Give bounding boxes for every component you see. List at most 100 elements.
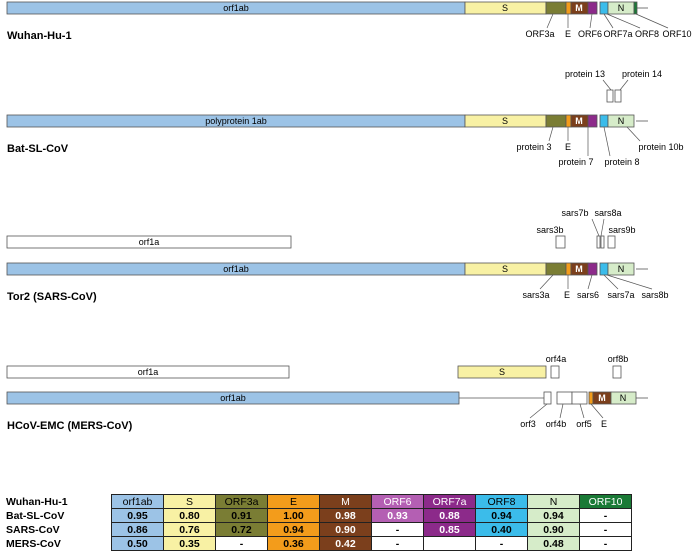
gene-m-label: M <box>598 393 606 403</box>
genome-name-wuhan: Wuhan-Hu-1 <box>7 30 72 42</box>
table-cell: 0.95 <box>111 508 164 523</box>
gene-protein8 <box>599 114 609 128</box>
above-sars7b: sars7b <box>561 208 588 218</box>
gene-n <box>607 262 635 276</box>
m-label: M <box>575 3 583 13</box>
genome-bat: protein 13 protein 14 polyprotein 1ab S … <box>6 69 684 167</box>
table-cell: 0.93 <box>371 508 424 523</box>
gene-e <box>565 1 572 15</box>
gene-orf7a <box>599 1 609 15</box>
box-sars8a <box>600 235 605 249</box>
table-row: MERS-CoV 0.50 0.35 - 0.36 0.42 - - 0.48 … <box>0 536 632 551</box>
leader-orf5: orf5 <box>576 419 592 429</box>
leader-e: E <box>564 290 570 300</box>
gene-orf1ab-label: orf1ab <box>220 393 246 403</box>
table-cell: 0.42 <box>319 536 372 551</box>
table-cell: - <box>215 536 268 551</box>
table-cell <box>423 536 476 551</box>
gene-s-label: S <box>502 116 508 126</box>
table-cell: - <box>371 522 424 537</box>
above-orf4a: orf4a <box>546 354 567 364</box>
table-cell: 0.72 <box>215 522 268 537</box>
gene-orf1ab-label: orf1ab <box>223 264 249 274</box>
gene-sars6 <box>587 262 598 276</box>
header-orf8: ORF8 <box>475 494 528 509</box>
table-cell: 0.85 <box>423 522 476 537</box>
genome-wuhan: orf1ab S N M ORF3a E ORF6 ORF7a ORF8 ORF… <box>6 1 692 42</box>
gene-e <box>565 114 572 128</box>
table-cell: - <box>475 536 528 551</box>
leader-orf4b: orf4b <box>546 419 567 429</box>
leader-sars7a: sars7a <box>607 290 634 300</box>
leader-protein8: protein 8 <box>604 157 639 167</box>
table-cell: 0.94 <box>267 522 320 537</box>
table-header-row: Wuhan-Hu-1 orf1ab S ORF3a E M ORF6 ORF7a… <box>0 494 632 509</box>
gene-s-label: S <box>502 3 508 13</box>
table-cell: 0.40 <box>475 522 528 537</box>
gene-orf1ab <box>6 391 460 405</box>
table-cell: 1.00 <box>267 508 320 523</box>
header-orf10: ORF10 <box>579 494 632 509</box>
gene-n-label: N <box>618 264 625 274</box>
gene-protein3 <box>545 114 567 128</box>
header-n: N <box>527 494 580 509</box>
gene-sars7a <box>599 262 609 276</box>
leader-orf6: ORF6 <box>578 29 602 39</box>
gene-s-label: S <box>502 264 508 274</box>
table-cell: - <box>579 522 632 537</box>
genome-name-bat: Bat-SL-CoV <box>7 143 69 155</box>
header-orf7a: ORF7a <box>423 494 476 509</box>
genome-mers: orf1a S orf4a orf8b orf1ab M N orf3 orf4… <box>6 354 648 432</box>
gene-e <box>565 262 572 276</box>
table-cell: 0.94 <box>475 508 528 523</box>
table-cell: 0.48 <box>527 536 580 551</box>
box-orf4a <box>550 365 560 379</box>
table-cell: 0.86 <box>111 522 164 537</box>
row-name: MERS-CoV <box>6 537 61 550</box>
table-cell: 0.36 <box>267 536 320 551</box>
gene-orf6 <box>587 1 598 15</box>
genome-name-mers: HCoV-EMC (MERS-CoV) <box>7 420 133 432</box>
row-name: SARS-CoV <box>6 523 60 536</box>
gene-e <box>588 391 594 405</box>
table-cell: 0.91 <box>215 508 268 523</box>
gene-protein6 <box>587 114 598 128</box>
box-sars7b <box>596 235 601 249</box>
gene-orf4b <box>556 391 573 405</box>
leader-sars6: sars6 <box>577 290 599 300</box>
table-cell: 0.98 <box>319 508 372 523</box>
frame-s-label: S <box>499 367 505 377</box>
gene-sars3a <box>545 262 567 276</box>
gene-n-label: N <box>618 116 625 126</box>
leader-orf10: ORF10 <box>662 29 691 39</box>
leader-e: E <box>565 29 571 39</box>
leader-orf3a: ORF3a <box>525 29 554 39</box>
table-cell: 0.35 <box>163 536 216 551</box>
leader-e: E <box>601 419 607 429</box>
table-cell: 0.90 <box>319 522 372 537</box>
leader-protein3: protein 3 <box>516 142 551 152</box>
leader-sars8b: sars8b <box>641 290 668 300</box>
leader-orf3: orf3 <box>520 419 536 429</box>
gene-n <box>610 391 637 405</box>
frame-orf1a-label: orf1a <box>138 367 159 377</box>
box-sars3b <box>555 235 566 249</box>
header-orf6: ORF6 <box>371 494 424 509</box>
gene-m-label: M <box>575 116 583 126</box>
header-s: S <box>163 494 216 509</box>
table-row: SARS-CoV 0.86 0.76 0.72 0.94 0.90 - 0.85… <box>0 522 632 537</box>
gene-orf1ab-label: orf1ab <box>223 3 249 13</box>
gene-orf3 <box>543 391 552 405</box>
table-corner: Wuhan-Hu-1 <box>6 495 68 508</box>
header-orf1ab: orf1ab <box>111 494 164 509</box>
gene-n-label: N <box>618 3 625 13</box>
gene-m-label: M <box>575 264 583 274</box>
frame-orf1a <box>6 365 290 379</box>
table-row: Bat-SL-CoV 0.95 0.80 0.91 1.00 0.98 0.93… <box>0 508 632 523</box>
above-sars9b: sars9b <box>608 225 635 235</box>
similarity-table: Wuhan-Hu-1 orf1ab S ORF3a E M ORF6 ORF7a… <box>0 494 632 551</box>
table-cell: 0.94 <box>527 508 580 523</box>
leader-protein7: protein 7 <box>558 157 593 167</box>
above-protein14: protein 14 <box>622 69 662 79</box>
frame-orf1a <box>6 235 292 249</box>
